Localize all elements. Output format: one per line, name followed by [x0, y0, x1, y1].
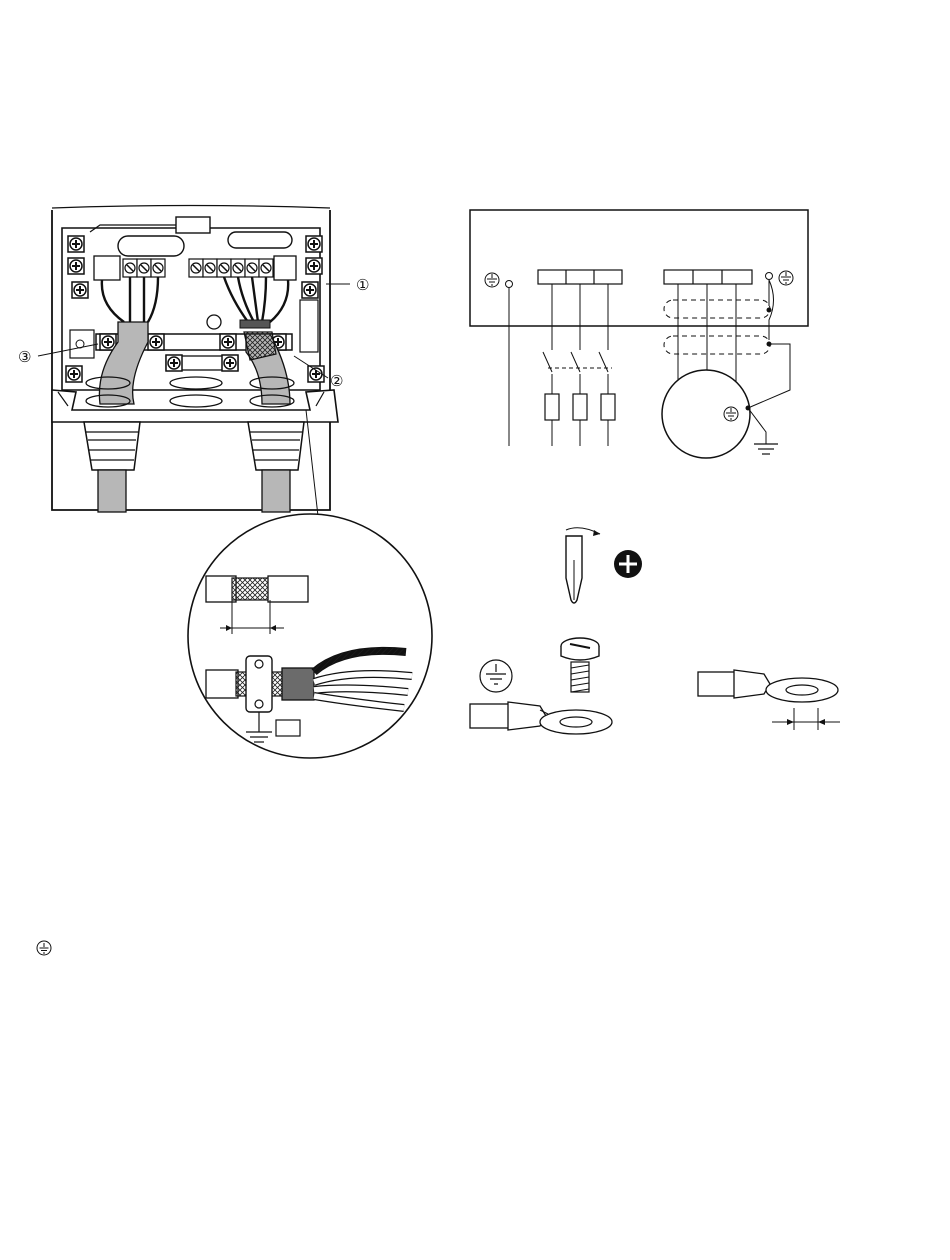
ring-terminal-icon — [698, 670, 838, 702]
screw-icon — [148, 334, 164, 350]
screw-icon — [68, 236, 84, 252]
screw-icon — [222, 355, 238, 371]
ground-symbol-icon — [36, 940, 52, 956]
ring-terminal-icon — [470, 702, 612, 734]
callout-3: ③ — [18, 348, 31, 366]
screw-icon — [220, 334, 236, 350]
screw-icon — [68, 258, 84, 274]
ground-symbol-icon — [480, 660, 512, 692]
drive-terminal-box: ① ② ③ — [18, 206, 369, 517]
screwdriver-icon — [566, 528, 600, 603]
shield-clamp-detail — [188, 514, 432, 758]
screw-icon — [306, 258, 322, 274]
screw-icon — [66, 366, 82, 382]
callout-2: ② — [330, 372, 343, 390]
terminal-strip-motor — [189, 256, 296, 280]
wiring-schematic — [470, 210, 808, 458]
terminal-strip-power — [94, 256, 165, 280]
screw-icon — [306, 236, 322, 252]
callout-1: ① — [356, 276, 369, 294]
phillips-head-icon — [614, 550, 642, 578]
screw-icon — [166, 355, 182, 371]
screw-icon — [72, 282, 88, 298]
screw-icon — [561, 638, 599, 692]
screw-icon — [302, 282, 318, 298]
